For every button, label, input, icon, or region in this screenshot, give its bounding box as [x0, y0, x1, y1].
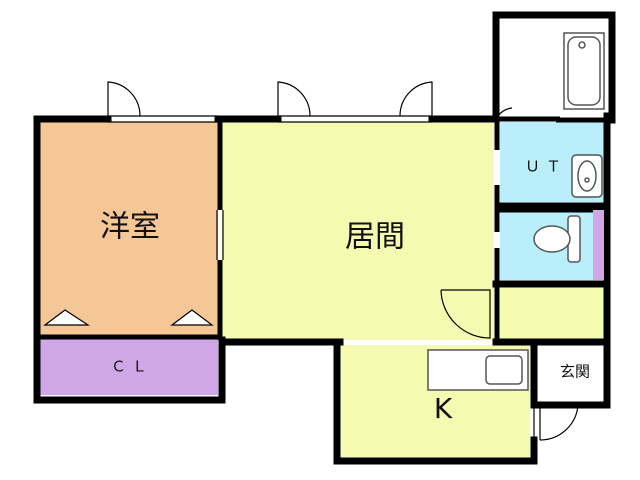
western-room-label: 洋室 — [100, 210, 160, 245]
kitchen-counter — [427, 349, 529, 391]
kitchen-label: K — [434, 392, 453, 425]
openings — [108, 115, 541, 440]
bathtub-icon — [563, 32, 605, 110]
door-swings — [107, 81, 579, 441]
closet-area — [40, 337, 218, 395]
toilet-wall-strip — [593, 210, 604, 280]
utility-label: ＵＴ — [525, 158, 567, 176]
bathroom-area — [500, 18, 610, 116]
closet-label: ＣＬ — [111, 358, 153, 376]
living-room-area — [222, 122, 494, 340]
interior-walls — [40, 116, 607, 342]
toilet-icon — [533, 215, 581, 263]
wash-basin-icon — [571, 154, 603, 198]
living-room-label: 居間 — [345, 220, 405, 255]
entrance-label: 玄関 — [560, 363, 590, 381]
closet-doors — [43, 309, 214, 326]
walls — [33, 11, 616, 465]
hall-area — [496, 288, 604, 346]
western-room-area — [40, 122, 218, 337]
entrance-area — [534, 345, 604, 403]
